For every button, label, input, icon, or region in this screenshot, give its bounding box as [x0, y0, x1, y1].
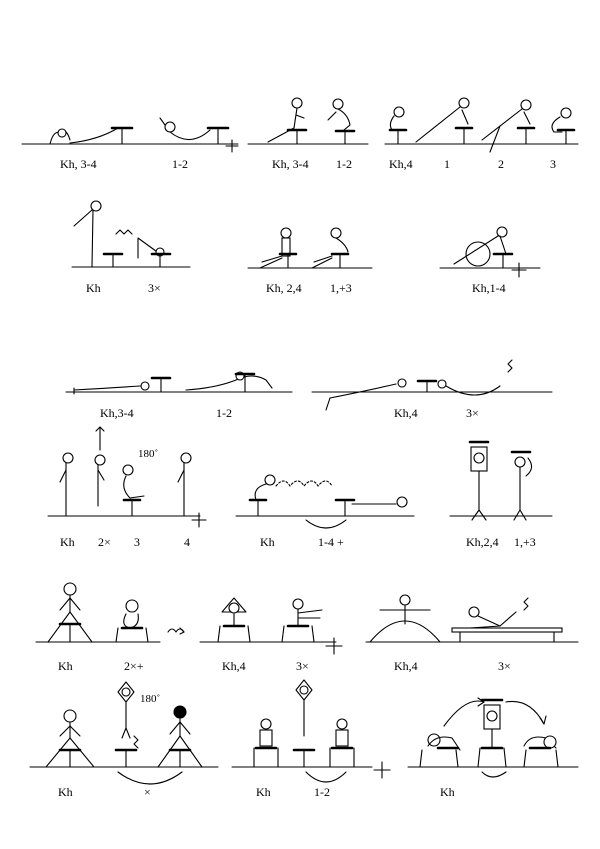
panel-12-roll-forward [248, 474, 408, 529]
label: 3 [134, 535, 140, 549]
label: 3× [498, 659, 511, 673]
label: 2 [498, 157, 504, 171]
row-2-labels: Kh 3× Kh, 2,4 1,+3 Kh,1-4 [86, 281, 506, 295]
label: × [144, 785, 151, 799]
label: 4 [184, 535, 190, 549]
row-5-labels: Kh 2×+ Kh,4 3× Kh,4 3× [58, 659, 511, 673]
label: Kh,4 [394, 406, 418, 420]
label: Kh,4 [222, 659, 246, 673]
row-1-figures [21, 97, 579, 153]
row-4-figures: 180˚ [47, 426, 553, 529]
panel-9-lying-stool [73, 371, 273, 395]
panel-2-swing [159, 117, 239, 153]
label: Kh,4 [389, 157, 413, 171]
panel-7-seated-pair [259, 227, 350, 269]
label: 1-2 [336, 157, 352, 171]
label: Kh, 3-4 [60, 157, 97, 171]
panel-10-long-slide [325, 359, 513, 411]
label: 3× [466, 406, 479, 420]
panel-18-seated-turn [253, 679, 391, 783]
panel-5-sequence [388, 97, 576, 153]
row-6-figures: 180˚ [29, 679, 579, 785]
label: 3× [148, 281, 161, 295]
label: 1-2 [216, 406, 232, 420]
label: Kh [86, 281, 101, 295]
label: Kh,2,4 [466, 535, 499, 549]
label: Kh, 2,4 [266, 281, 302, 295]
label: Kh [60, 535, 75, 549]
row-3-labels: Kh,3-4 1-2 Kh,4 3× [100, 406, 479, 420]
label: 2× [98, 535, 111, 549]
row-2-figures [71, 200, 541, 278]
panel-4-crouch [327, 98, 356, 145]
label: 3 [550, 157, 556, 171]
label: 1-2 [172, 157, 188, 171]
panel-14-straddle [47, 582, 185, 643]
panel-16-arch [369, 594, 563, 643]
label: Kh [260, 535, 275, 549]
label: 1,+3 [514, 535, 536, 549]
panel-8-bridge [453, 226, 527, 278]
degree-label: 180˚ [140, 693, 160, 705]
label: 3× [296, 659, 309, 673]
label: 1 [444, 157, 450, 171]
row-1-labels: Kh, 3-4 1-2 Kh, 3-4 1-2 Kh,4 1 2 3 [60, 157, 556, 171]
panel-19-group-vault [419, 697, 559, 778]
row-6-labels: Kh × Kh 1-2 Kh [58, 785, 455, 799]
panel-11-jump-turn [59, 426, 207, 528]
row-5-figures [35, 582, 579, 655]
panel-3-sit [267, 97, 308, 145]
label: 1-4 + [318, 535, 344, 549]
label: Kh, 3-4 [272, 157, 309, 171]
row-4-labels: Kh 2× 3 4 Kh 1-4 + Kh,2,4 1,+3 [60, 535, 536, 549]
row-3-figures [65, 359, 553, 411]
panel-1-lying-roll [49, 126, 134, 145]
label: Kh,1-4 [472, 281, 506, 295]
label: Kh [58, 659, 73, 673]
label: Kh [256, 785, 271, 799]
label: 1,+3 [330, 281, 352, 295]
label: Kh,3-4 [100, 406, 134, 420]
label: Kh,4 [394, 659, 418, 673]
label: Kh [440, 785, 455, 799]
panel-6-stand-ramp [73, 200, 172, 268]
panel-17-turn [45, 681, 203, 785]
label: 2×+ [124, 659, 144, 673]
degree-label: 180˚ [138, 448, 158, 460]
panel-13-hang [468, 440, 533, 521]
label: Kh [58, 785, 73, 799]
panel-15-arms [217, 597, 343, 655]
label: 1-2 [314, 785, 330, 799]
